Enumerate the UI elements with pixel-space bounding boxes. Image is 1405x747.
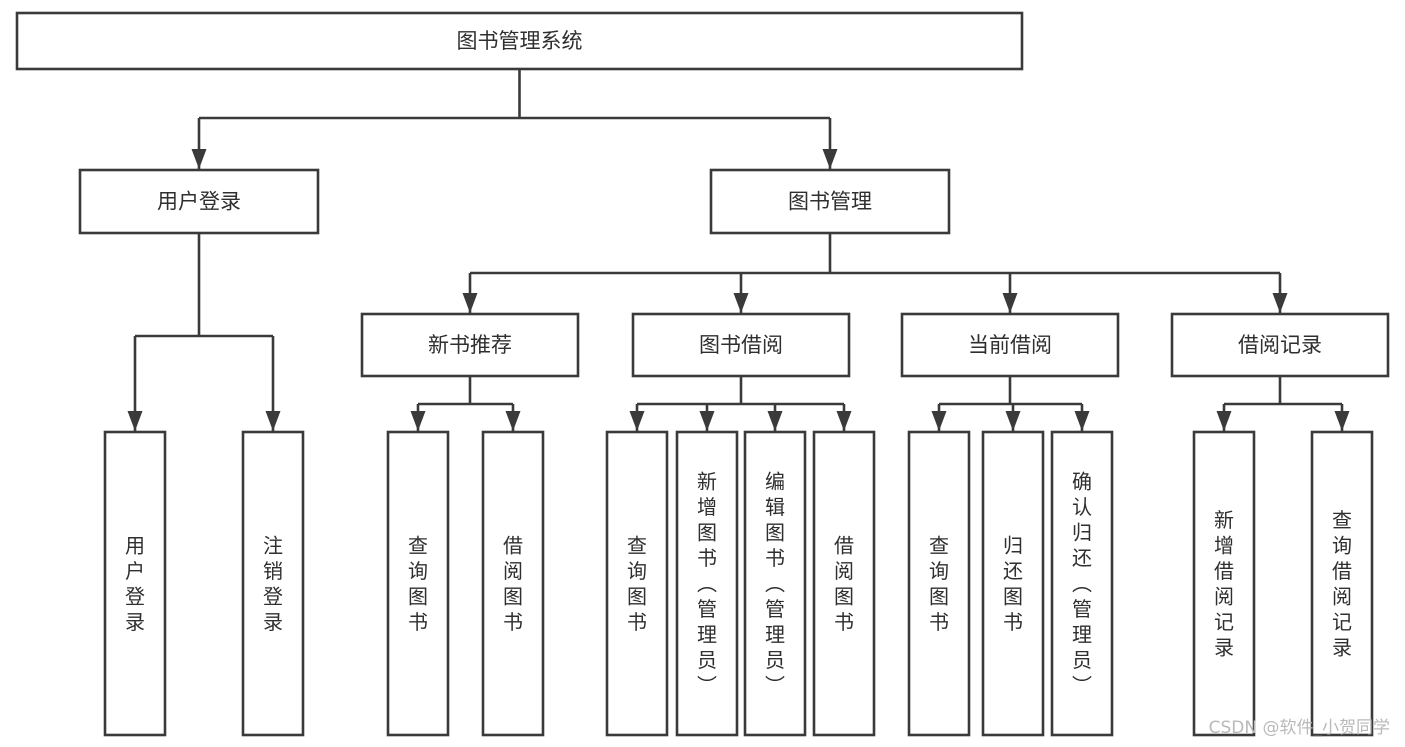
node-box-leaf-add-book[interactable]	[675, 430, 739, 737]
node-label-layer: 图书管理系统用户登录图书管理新书推荐图书借阅当前借阅借阅记录用户登录注销登录查询…	[125, 29, 1352, 698]
node-box-current-borrow[interactable]	[900, 312, 1120, 378]
node-label-leaf-logout: 注销登录	[263, 533, 283, 634]
node-box-leaf-query-record[interactable]	[1310, 430, 1374, 737]
node-label-leaf-add-book: 新增图书︵管理员︶	[697, 470, 717, 698]
connector-root	[191, 69, 838, 169]
node-label-leaf-borrow-book-1: 借阅图书	[503, 533, 523, 634]
node-label-leaf-edit-book: 编辑图书︵管理员︶	[765, 470, 785, 698]
node-label-leaf-query-book-2: 查询图书	[627, 533, 647, 634]
node-box-leaf-edit-book[interactable]	[743, 430, 807, 737]
node-label-leaf-return-book: 归还图书	[1003, 533, 1023, 634]
connector-book-manage	[462, 233, 1288, 313]
node-box-book-borrow[interactable]	[631, 312, 851, 378]
node-label-new-book-rec: 新书推荐	[428, 333, 512, 357]
node-label-leaf-query-record: 查询借阅记录	[1332, 508, 1352, 660]
csdn-watermark: CSDN @软件_小贺同学	[1209, 718, 1390, 738]
node-box-borrow-record[interactable]	[1170, 312, 1390, 378]
node-box-new-book-rec[interactable]	[360, 312, 580, 378]
node-label-leaf-borrow-book-2: 借阅图书	[834, 533, 854, 634]
node-box-leaf-query-book-2[interactable]	[605, 430, 669, 737]
node-label-leaf-user-login: 用户登录	[125, 533, 145, 634]
node-label-root: 图书管理系统	[457, 29, 583, 53]
node-box-layer	[15, 11, 1390, 737]
node-label-borrow-record: 借阅记录	[1238, 333, 1322, 357]
node-box-user-login[interactable]	[78, 168, 320, 235]
node-label-book-borrow: 图书借阅	[699, 333, 783, 357]
node-box-leaf-query-book-1[interactable]	[386, 430, 450, 737]
node-box-book-manage[interactable]	[709, 168, 951, 235]
node-box-leaf-user-login[interactable]	[103, 430, 167, 737]
node-label-user-login: 用户登录	[157, 190, 241, 214]
node-box-leaf-add-record[interactable]	[1192, 430, 1256, 737]
node-box-root[interactable]	[15, 11, 1024, 71]
node-label-leaf-query-book-3: 查询图书	[929, 533, 949, 634]
connector-book-borrow	[629, 376, 852, 431]
node-label-leaf-query-book-1: 查询图书	[408, 533, 428, 634]
node-box-leaf-confirm-return[interactable]	[1050, 430, 1114, 737]
node-label-current-borrow: 当前借阅	[968, 333, 1052, 357]
node-label-leaf-add-record: 新增借阅记录	[1214, 508, 1234, 660]
node-box-leaf-return-book[interactable]	[981, 430, 1045, 737]
connector-borrow-record	[1216, 376, 1350, 431]
node-box-leaf-borrow-book-2[interactable]	[812, 430, 876, 737]
node-box-leaf-query-book-3[interactable]	[907, 430, 971, 737]
connector-layer	[127, 69, 1350, 431]
connector-user-login	[127, 233, 281, 431]
node-label-leaf-confirm-return: 确认归还︵管理员︶	[1072, 470, 1092, 698]
node-box-leaf-logout[interactable]	[241, 430, 305, 737]
connector-new-book-rec	[410, 376, 521, 431]
node-label-book-manage: 图书管理	[788, 190, 872, 214]
connector-current-borrow	[931, 376, 1090, 431]
node-box-leaf-borrow-book-1[interactable]	[481, 430, 545, 737]
